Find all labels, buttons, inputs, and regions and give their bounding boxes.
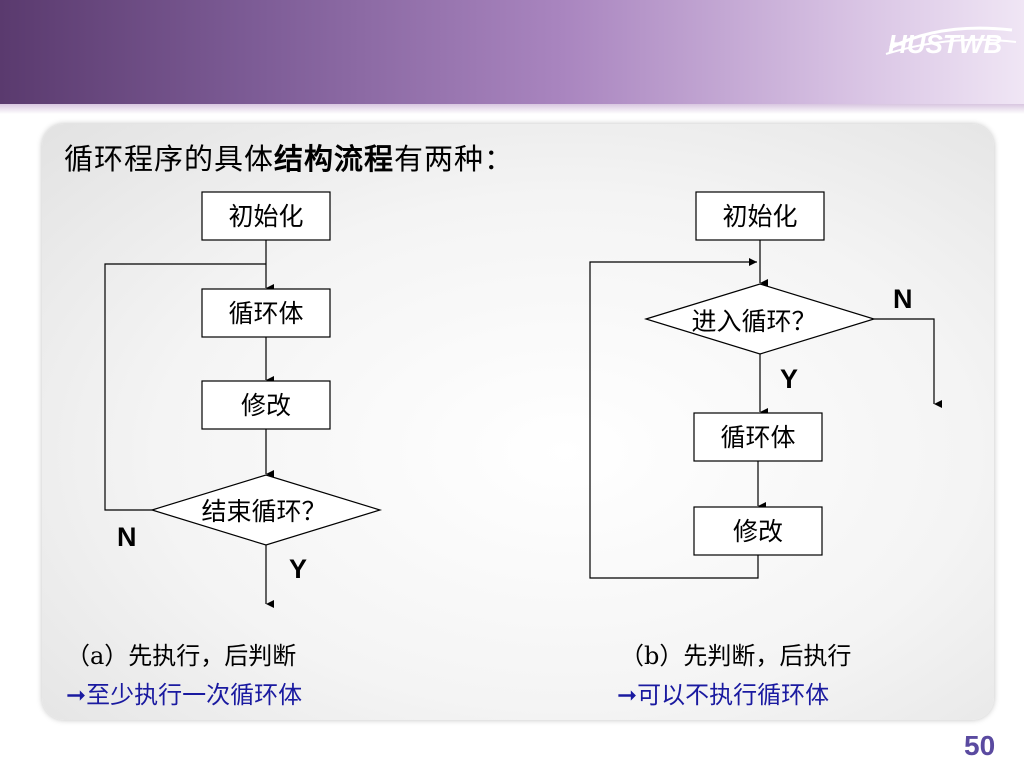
flowchart-a: 初始化 循环体 修改 结束循环？ N Y: [104, 191, 383, 608]
b-modify-box: [693, 506, 823, 556]
title-prefix: 循环程序的具体: [64, 142, 275, 176]
page-number: 50: [964, 730, 996, 761]
flowchart-b: 初始化 进入循环？ 循环体 修改 N Y: [589, 191, 942, 579]
header-divider: [0, 104, 1024, 114]
b-yes-label: Y: [780, 364, 798, 394]
header-bar: [0, 0, 1024, 104]
content-panel: [42, 124, 994, 720]
title-emphasis: 结构流程: [274, 142, 395, 176]
slide-title: 循环程序的具体结构流程有两种：: [64, 136, 514, 178]
b-exit-line: [874, 318, 942, 408]
b-body-box: [693, 412, 823, 462]
a-modify-box: [201, 380, 331, 430]
a-loop-back-line: [104, 263, 266, 511]
hust-wb-logo: HUSTWB: [885, 26, 1017, 59]
b-decision-label: 进入循环？: [691, 307, 816, 336]
a-init-label: 初始化: [228, 202, 303, 231]
title-suffix: 有两种：: [394, 142, 515, 176]
a-yes-label: Y: [289, 554, 307, 584]
logo-text: HUSTWB: [888, 29, 1002, 59]
a-body-box: [201, 288, 331, 338]
b-init-box: [695, 191, 825, 241]
a-decision-diamond: [149, 474, 383, 546]
b-modify-label: 修改: [733, 517, 783, 546]
caption-b-line1: （b）先判断，后执行: [620, 642, 852, 670]
caption-a-line2: ➞至少执行一次循环体: [66, 681, 303, 709]
a-body-label: 循环体: [228, 299, 303, 328]
b-loop-back-line: [589, 258, 759, 579]
b-body-label: 循环体: [720, 423, 795, 452]
a-decision-label: 结束循环？: [201, 497, 326, 526]
b-no-label: N: [893, 284, 913, 314]
caption-a-line1: （a）先执行，后判断: [66, 642, 297, 670]
caption-b-line2: ➞可以不执行循环体: [617, 681, 830, 709]
a-modify-label: 修改: [241, 391, 291, 420]
a-no-label: N: [117, 522, 137, 552]
b-init-label: 初始化: [722, 202, 797, 231]
